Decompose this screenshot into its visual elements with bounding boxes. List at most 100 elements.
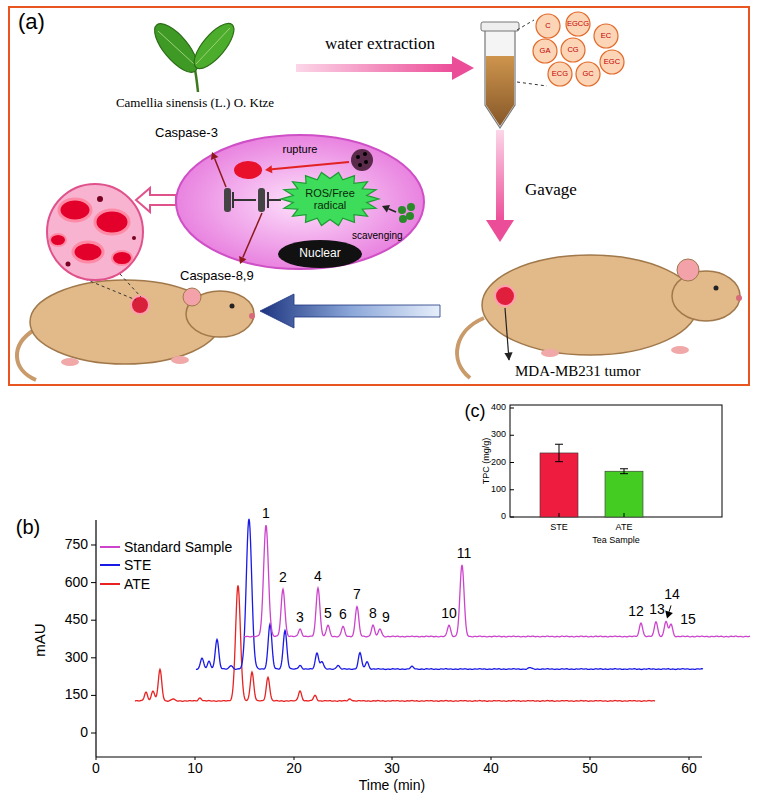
inset-y-tick <box>510 462 514 463</box>
tumor-mouse <box>671 346 689 354</box>
treated-mouse <box>183 288 201 306</box>
centrifuge-tube <box>481 22 519 31</box>
catechin-label: EC <box>601 32 611 40</box>
cell-dot <box>363 152 367 156</box>
centrifuge-tube <box>485 30 515 128</box>
treated-mouse <box>131 296 149 314</box>
peak-number: 6 <box>339 608 347 623</box>
species-name: Camellia sinensis (L.) O. Ktze <box>116 96 274 110</box>
tumor-mouse <box>714 286 719 291</box>
catechin-circles <box>533 39 557 63</box>
inset-y-tick <box>510 517 514 518</box>
extraction-arrow <box>296 56 474 80</box>
hollow-arrow <box>136 188 176 212</box>
red-cells <box>50 196 136 267</box>
tumor-mouse <box>677 259 699 281</box>
catechin-label: C <box>545 22 550 30</box>
zoom-lines <box>517 82 547 86</box>
legend-text: STE <box>124 557 151 573</box>
catechin-label: GA <box>540 47 551 55</box>
antioxidant-dot <box>407 203 415 211</box>
inhibit-bar <box>232 192 234 208</box>
catechin-label: ECG <box>552 70 568 78</box>
x-tick <box>491 757 492 760</box>
legend-text: ATE <box>124 576 150 592</box>
tpc-bar <box>540 453 578 517</box>
tumor-mouse <box>505 308 509 360</box>
red-cells <box>66 262 71 267</box>
ros-starburst: ROS/Free radical <box>280 171 380 227</box>
axis-title: Time (min) <box>359 778 425 793</box>
tumor-mouse <box>457 255 742 378</box>
treated-mouse <box>61 358 79 366</box>
peak-pointer <box>669 605 671 611</box>
caspase-label: Caspase-8,9 <box>180 269 254 283</box>
inhibit-bar <box>267 192 269 208</box>
catechin-label: EGC <box>604 58 620 66</box>
tea-leaves <box>196 28 230 64</box>
tick-label: 20 <box>286 761 302 776</box>
y-tick <box>91 582 96 583</box>
tick-label: 0 <box>501 512 506 522</box>
error-cap <box>555 461 563 462</box>
chromatogram <box>91 405 750 760</box>
tumor-zoom <box>47 184 143 300</box>
tpc-bar <box>605 471 643 517</box>
centrifuge-tube <box>481 22 519 128</box>
scavenging-arrow <box>388 209 396 212</box>
treated-mouse <box>171 356 189 364</box>
y-tick <box>91 620 96 621</box>
legend-line <box>100 581 120 587</box>
peak-number: 14 <box>664 588 680 603</box>
peak-number: 12 <box>628 604 644 619</box>
catechin-circles <box>533 12 624 86</box>
red-cells <box>112 251 132 265</box>
tea-leaves <box>188 17 241 74</box>
red-cells <box>132 236 136 240</box>
peak-pointer-head <box>665 611 673 619</box>
red-cells <box>95 210 129 234</box>
tick-label: 0 <box>80 725 88 740</box>
tick-label: 300 <box>65 650 88 665</box>
tick-label: 100 <box>491 485 506 495</box>
gavage-arrow <box>486 220 514 242</box>
damaged-cell <box>351 149 373 171</box>
antioxidant-dot <box>406 212 414 220</box>
tick-label: STE <box>550 523 568 533</box>
starburst <box>281 172 379 225</box>
tick-label: 40 <box>483 761 499 776</box>
red-cells <box>50 234 66 246</box>
peak-number: 8 <box>369 607 377 622</box>
tumor-zoom <box>85 279 136 300</box>
nucleus <box>278 240 362 268</box>
inset-y-tick <box>510 408 514 409</box>
error-bar <box>559 444 560 461</box>
inset-y-tick <box>510 489 514 490</box>
legend-item: ATE <box>100 575 150 593</box>
legend-item: STE <box>100 556 151 574</box>
peak-number: 9 <box>382 610 390 625</box>
tick-label: 450 <box>65 612 88 627</box>
catechin-label: EGCG <box>567 20 589 28</box>
inset-x-tick <box>624 513 625 517</box>
tick-label: 300 <box>491 430 506 440</box>
tick-label: 0 <box>92 761 100 776</box>
inset-y-tick <box>510 435 514 436</box>
inhibit-line <box>233 199 256 201</box>
catechin-circles <box>561 38 585 62</box>
tumor-label: MDA-MB231 tumor <box>515 363 640 380</box>
ros-label: ROS/Free radical <box>298 187 362 211</box>
tumor-zoom <box>47 184 143 280</box>
peak-number: 2 <box>279 570 287 585</box>
panel-label: (c) <box>465 402 486 422</box>
tick-label: ATE <box>616 523 633 533</box>
caspase-arrow <box>243 213 262 258</box>
cell-dot <box>356 155 360 159</box>
tumor-mouse <box>495 286 515 306</box>
peak-number: 11 <box>457 546 472 561</box>
arrow-label: scavenging <box>352 230 403 241</box>
peak-number: 4 <box>314 569 322 584</box>
catechin-circles <box>566 12 590 36</box>
legend-line-sample <box>100 583 120 585</box>
cell-drawing <box>176 135 424 269</box>
